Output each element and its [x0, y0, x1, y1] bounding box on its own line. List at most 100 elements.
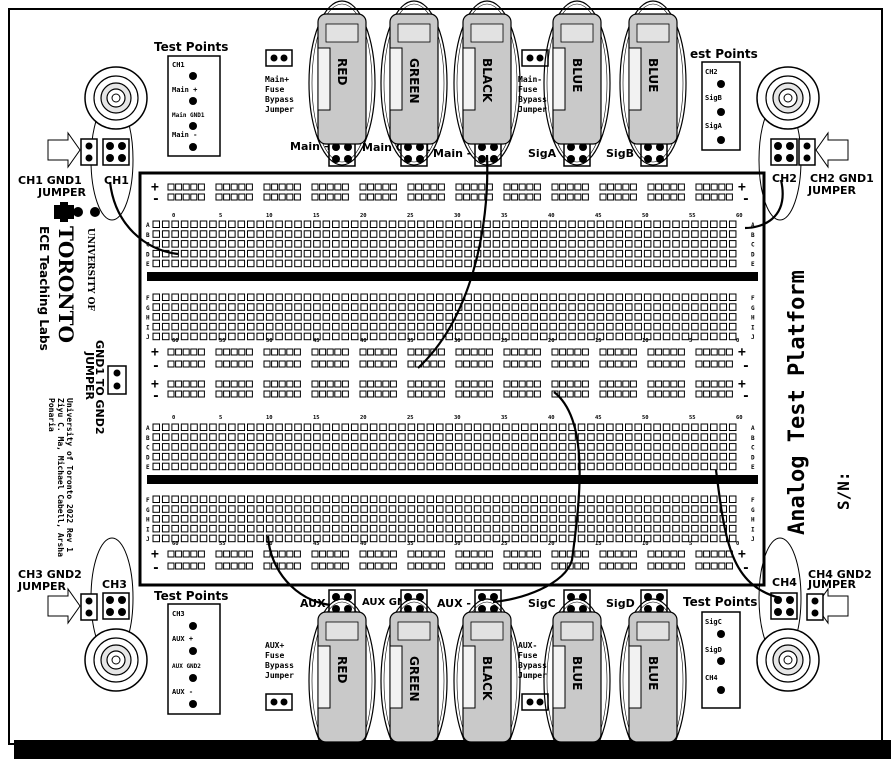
grid-hole: [672, 452, 680, 461]
grid-hole: [710, 534, 718, 543]
grid-hole: [691, 423, 699, 431]
rail-hole: [710, 193, 718, 201]
grid-hole: [426, 505, 435, 513]
column-number: 15: [313, 415, 320, 421]
rail-hole: [725, 390, 733, 398]
rail-hole: [319, 193, 327, 201]
grid-hole: [303, 303, 312, 311]
column-number: 40: [360, 338, 367, 344]
grid-hole: [388, 220, 397, 228]
grid-hole: [521, 515, 529, 523]
rail-hole: [374, 550, 382, 558]
grid-hole: [662, 495, 671, 503]
rail-hole: [374, 193, 382, 201]
grid-hole: [369, 452, 378, 461]
grid-hole: [417, 423, 425, 431]
grid-hole: [691, 534, 699, 543]
grid-hole: [256, 515, 264, 523]
grid-hole: [653, 462, 661, 471]
grid-hole: [341, 505, 349, 513]
grid-hole: [568, 515, 576, 523]
rail-hole: [190, 562, 198, 570]
rail-hole: [551, 550, 559, 558]
aux-plus-fuse-jumper: AUX+ Fuse Bypass Jumper: [265, 641, 294, 711]
column-number: 60: [172, 541, 179, 547]
grid-hole: [625, 462, 633, 471]
grid-hole: [445, 443, 453, 451]
grid-hole: [464, 322, 472, 331]
grid-hole: [369, 230, 378, 238]
row-label: B: [751, 435, 755, 442]
rail-hole: [422, 193, 430, 201]
grid-hole: [417, 443, 425, 451]
rail-hole: [470, 193, 478, 201]
grid-hole: [152, 249, 160, 258]
svg-text:University of Toronto 2022 Rev: University of Toronto 2022 Rev 1: [65, 398, 75, 552]
post-label: RED: [335, 656, 349, 683]
grid-hole: [228, 515, 236, 523]
socket-pin: [118, 596, 126, 604]
rail-hole: [599, 193, 607, 201]
svg-text:Fuse: Fuse: [265, 85, 284, 94]
grid-hole: [379, 534, 387, 543]
grid-hole: [218, 293, 227, 301]
svg-text:CH2: CH2: [705, 68, 718, 76]
grid-hole: [502, 220, 510, 228]
grid-hole: [209, 303, 217, 311]
rail-hole: [581, 550, 589, 558]
rail-hole: [422, 348, 430, 356]
grid-hole: [483, 332, 491, 341]
socket-pin: [644, 143, 652, 151]
grid-hole: [710, 505, 718, 513]
rail-hole: [437, 193, 445, 201]
row-label: I: [146, 526, 150, 533]
grid-hole: [558, 303, 567, 311]
grid-hole: [596, 332, 605, 341]
rail-hole: [415, 183, 423, 191]
upper-center-divider: [147, 272, 758, 281]
grid-hole: [577, 303, 586, 311]
grid-hole: [426, 230, 435, 238]
grid-hole: [691, 322, 699, 331]
grid-hole: [294, 313, 302, 321]
grid-hole: [728, 495, 737, 503]
grid-hole: [511, 313, 520, 321]
rail-hole: [533, 348, 541, 356]
bottom-binding-post: GREEN: [380, 598, 448, 759]
grid-hole: [728, 293, 737, 301]
grid-hole: [360, 313, 368, 321]
svg-text:Main-: Main-: [518, 74, 542, 84]
grid-hole: [473, 495, 482, 503]
main-minus-fuse-jumper: Main- Fuse Bypass Jumper: [518, 49, 549, 114]
rail-hole: [286, 380, 294, 388]
grid-hole: [294, 505, 302, 513]
grid-hole: [681, 230, 690, 238]
grid-hole: [445, 303, 453, 311]
rail-hole: [422, 183, 430, 191]
grid-hole: [256, 452, 264, 461]
rail-hole: [389, 380, 397, 388]
grid-hole: [322, 515, 331, 523]
grid-hole: [615, 293, 624, 301]
grid-hole: [568, 322, 576, 331]
grid-hole: [369, 293, 378, 301]
grid-hole: [199, 322, 208, 331]
grid-hole: [521, 240, 529, 248]
grid-hole: [577, 534, 586, 543]
grid-hole: [558, 433, 567, 441]
column-number: 10: [642, 541, 649, 547]
grid-hole: [161, 505, 170, 513]
grid-hole: [634, 524, 642, 533]
grid-hole: [502, 462, 510, 471]
grid-hole: [596, 259, 605, 268]
grid-hole: [171, 423, 179, 431]
lower-center-divider: [147, 475, 758, 484]
grid-hole: [398, 220, 406, 228]
grid-hole: [719, 505, 727, 513]
grid-hole: [568, 303, 576, 311]
grid-hole: [454, 433, 463, 441]
grid-hole: [190, 495, 198, 503]
grid-hole: [653, 303, 661, 311]
grid-hole: [237, 524, 246, 533]
rail-hole: [286, 562, 294, 570]
